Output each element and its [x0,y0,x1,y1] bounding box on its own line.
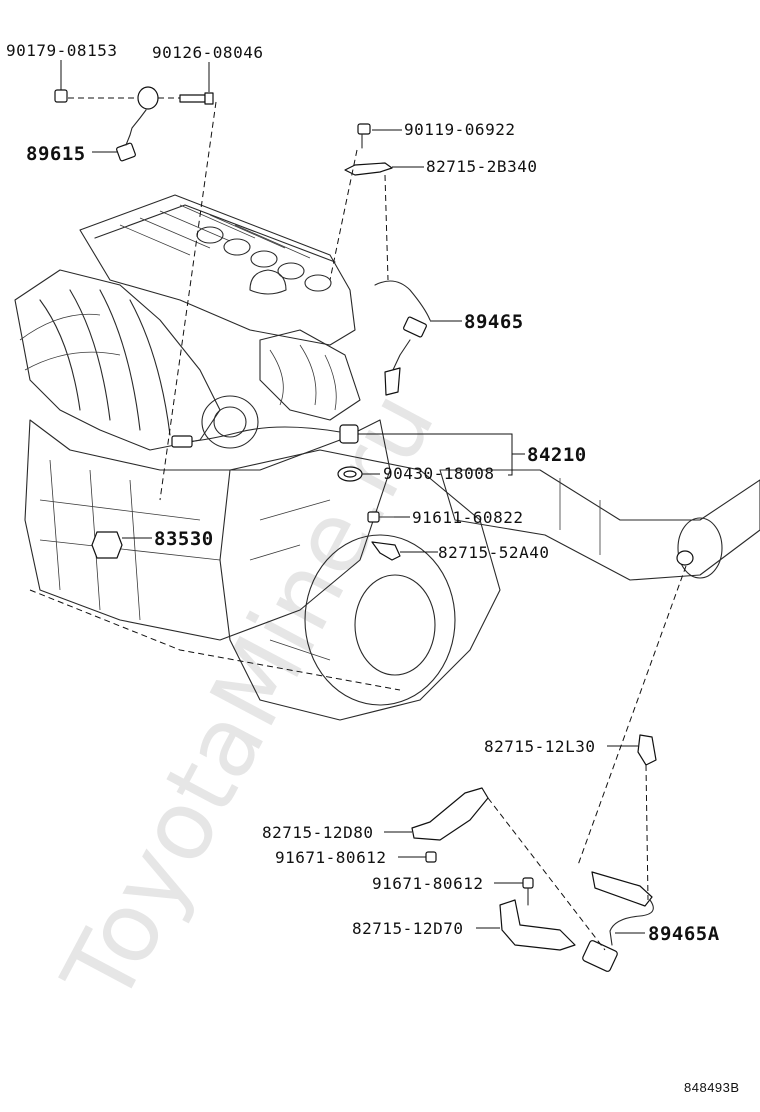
bracket-82715-12D80-icon [411,787,489,841]
label-91611-60822[interactable]: 91611-60822 [412,508,523,527]
bolt-90126-08046-icon [179,92,214,105]
label-82715-52A40[interactable]: 82715-52A40 [438,543,549,562]
label-82715-12D80[interactable]: 82715-12D80 [262,823,373,842]
label-90119-06922[interactable]: 90119-06922 [404,120,515,139]
clamp-82715-12L30-icon [637,734,657,766]
gasket-90430-18008-icon [337,466,363,482]
bolt-91611-60822-icon [367,511,395,523]
nut-90179-08153-icon [54,89,68,103]
bolt-91671-80612-b-icon [522,877,534,906]
label-91671-80612-b[interactable]: 91671-80612 [372,874,483,893]
label-82715-2B340[interactable]: 82715-2B340 [426,157,537,176]
engine-assembly-illustration [14,194,760,721]
bracket-82715-12D70-icon [499,899,576,951]
label-84210[interactable]: 84210 [527,444,587,466]
knock-sensor-89615-icon [116,86,159,162]
label-89465A[interactable]: 89465A [648,923,720,945]
diagram-code: 848493B [684,1080,740,1095]
label-91671-80612-a[interactable]: 91671-80612 [275,848,386,867]
label-83530[interactable]: 83530 [154,528,214,550]
part-number-labels: 90179-08153 90126-08046 89615 90119-0692… [6,41,740,1095]
clamp-82715-52A40-icon [371,541,401,561]
bracket-82715-2B340-icon [344,162,393,176]
bolt-91671-80612-a-icon [425,851,437,863]
oil-pressure-switch-83530-icon [91,531,123,559]
oxygen-sensor-89465-icon [374,280,431,396]
label-89465[interactable]: 89465 [464,311,524,333]
label-89615[interactable]: 89615 [26,143,86,165]
label-90179-08153[interactable]: 90179-08153 [6,41,117,60]
bolt-90119-06922-icon [357,123,371,149]
sensor-84210-icon [171,424,359,448]
label-90126-08046[interactable]: 90126-08046 [152,43,263,62]
label-82715-12L30[interactable]: 82715-12L30 [484,737,595,756]
label-90430-18008[interactable]: 90430-18008 [383,464,494,483]
label-82715-12D70[interactable]: 82715-12D70 [352,919,463,938]
oxygen-sensor-89465A-icon [582,871,654,972]
leader-lines [60,60,687,951]
